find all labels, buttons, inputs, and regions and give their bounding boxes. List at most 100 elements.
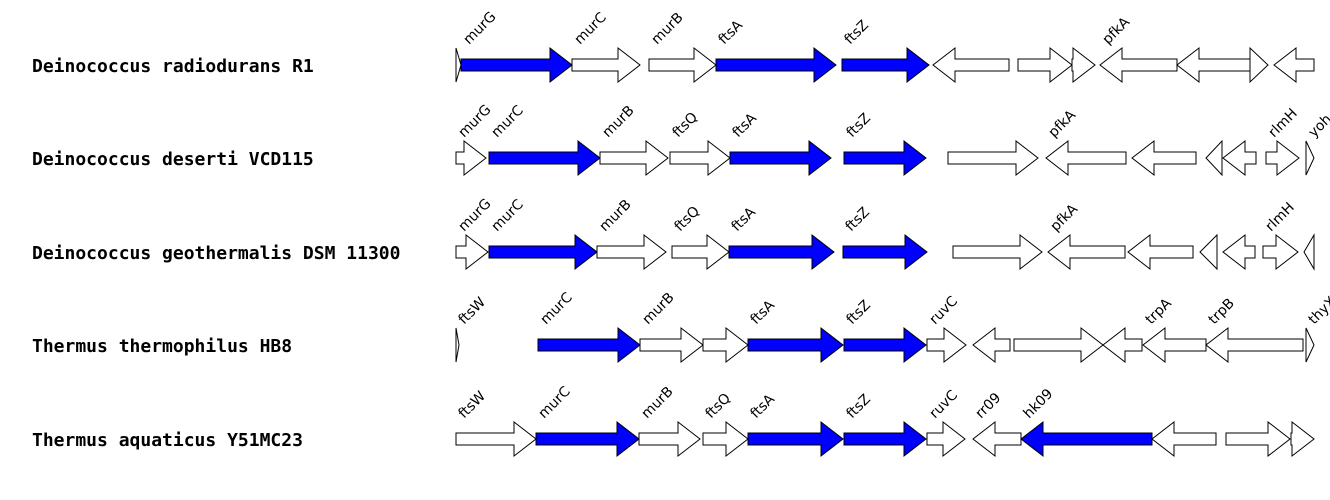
gene-arrow [1205, 326, 1304, 364]
gene-label: murC [538, 289, 576, 327]
gene-arrow [638, 420, 701, 458]
gene-arrow [648, 46, 717, 84]
gene-label: pfkA [1100, 14, 1134, 48]
gene-arrow [488, 139, 601, 177]
gene-arrow [455, 327, 460, 363]
gene-arrow [455, 233, 489, 271]
gene-label: ftsA [729, 204, 760, 235]
gene-arrow [455, 47, 462, 83]
gene-label: ftsQ [672, 203, 703, 234]
gene-arrow [926, 326, 967, 364]
gene-arrow [747, 326, 844, 364]
gene-arrow [1273, 46, 1315, 84]
gene-arrow [952, 233, 1043, 271]
gene-label: trpB [1206, 295, 1238, 327]
gene-label: rr09 [973, 390, 1005, 422]
gene-label: murG [461, 9, 500, 48]
gene-arrow [1199, 233, 1218, 271]
gene-label: ruvC [927, 293, 962, 328]
gene-label: trpA [1143, 295, 1176, 328]
gene-arrow [1151, 420, 1217, 458]
gene-arrow [1099, 46, 1178, 84]
gene-arrow [1017, 46, 1073, 84]
gene-label: murB [640, 290, 678, 328]
gene-arrow [1225, 420, 1291, 458]
organism-label: Thermus thermophilus HB8 [32, 336, 292, 357]
gene-arrow [571, 46, 641, 84]
gene-arrow [1222, 139, 1257, 177]
gene-arrow [1045, 139, 1127, 177]
gene-label: ftsZ [843, 204, 873, 234]
gene-label: thyX [1306, 293, 1330, 327]
gene-arrow [843, 139, 927, 177]
gene-label: murG [456, 102, 495, 141]
gene-arrow [1222, 233, 1256, 271]
gene-arrow [599, 139, 669, 177]
gene-label: ftsZ [844, 110, 874, 140]
gene-label: rlmH [1263, 200, 1298, 235]
gene-arrow [715, 46, 837, 84]
organism-label: Deinococcus geothermalis DSM 11300 [32, 243, 400, 264]
gene-label: ruvC [927, 387, 962, 422]
gene-arrow [932, 46, 1010, 84]
gene-arrow [488, 233, 598, 271]
gene-arrow [1249, 46, 1269, 84]
gene-label: ftsQ [670, 109, 701, 140]
gene-arrow [729, 139, 832, 177]
gene-arrow [728, 233, 835, 271]
gene-arrow [455, 420, 537, 458]
gene-arrow [843, 326, 927, 364]
gene-arrow [1205, 139, 1223, 177]
gene-arrow [535, 420, 640, 458]
gene-arrow [1265, 139, 1300, 177]
gene-arrow [1020, 420, 1153, 458]
gene-label: murC [572, 9, 610, 47]
gene-arrow [639, 326, 704, 364]
gene-arrow [1176, 46, 1254, 84]
gene-label: murC [536, 383, 574, 421]
gene-label: ftsZ [844, 297, 874, 327]
gene-label: murC [489, 196, 527, 234]
gene-arrow [1047, 233, 1126, 271]
gene-arrow [842, 233, 928, 271]
track-3: Deinococcus geothermalis DSM 11300murGmu… [32, 196, 1315, 271]
gene-label: ftsA [748, 297, 779, 328]
gene-label: ftsW [456, 388, 490, 422]
gene-arrow [972, 420, 1022, 458]
gene-arrow [1262, 233, 1299, 271]
gene-arrow [747, 420, 844, 458]
gene-label: murB [649, 10, 687, 48]
gene-arrow [841, 46, 930, 84]
gene-label: yoh [1306, 111, 1330, 141]
gene-arrow [669, 139, 731, 177]
gene-label: pfkA [1048, 201, 1082, 235]
gene-arrow [1290, 420, 1315, 458]
gene-arrow [1127, 233, 1194, 271]
gene-label: murB [597, 197, 635, 235]
gene-label: pfkA [1046, 107, 1080, 141]
gene-arrow [1131, 139, 1197, 177]
gene-arrow [596, 233, 667, 271]
gene-arrow [1071, 46, 1096, 84]
gene-arrow [843, 420, 927, 458]
gene-label: murB [639, 384, 677, 422]
gene-label: ftsA [730, 110, 761, 141]
gene-arrow [1303, 233, 1315, 271]
gene-label: ftsA [716, 17, 747, 48]
gene-label: rlmH [1266, 106, 1301, 141]
gene-label: ftsZ [844, 391, 874, 421]
gene-arrow [926, 420, 966, 458]
gene-arrow [702, 420, 749, 458]
gene-arrow [671, 233, 730, 271]
gene-label: ftsZ [842, 17, 872, 47]
gene-arrow [455, 139, 487, 177]
gene-arrow [460, 46, 573, 84]
gene-arrow [537, 326, 641, 364]
gene-label: murC [489, 102, 527, 140]
gene-arrow [1013, 326, 1104, 364]
organism-label: Deinococcus deserti VCD115 [32, 149, 314, 170]
